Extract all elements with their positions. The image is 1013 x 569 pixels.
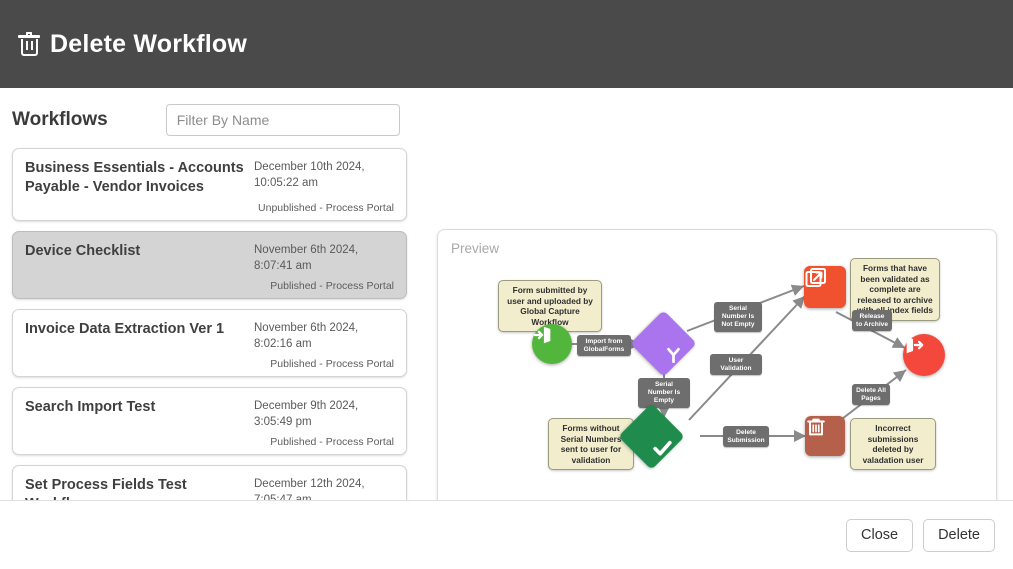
note-forms-validated: Forms that have been validated as comple…: [850, 258, 940, 322]
list-item[interactable]: Invoice Data Extraction Ver 1 November 6…: [12, 309, 407, 378]
edge-label-delete-all-pages: Delete All Pages: [852, 384, 890, 406]
dialog-header: Delete Workflow: [0, 0, 1013, 88]
edge-label-serial-empty: Serial Number Is Empty: [638, 378, 690, 408]
node-import-enter-door-icon[interactable]: [532, 324, 572, 364]
preview-label: Preview: [451, 241, 500, 256]
status-badge: Unpublished - Process Portal: [258, 202, 394, 215]
workflow-name: Search Import Test: [25, 399, 156, 416]
workflow-name: Invoice Data Extraction Ver 1: [25, 321, 225, 338]
workflow-date: December 10th 2024, 10:05:22 am: [254, 161, 365, 189]
dialog-footer: Close Delete: [0, 500, 1013, 569]
edge-label-delete-submission: Delete Submission: [723, 426, 769, 448]
workflow-name: Device Checklist: [25, 243, 141, 260]
edge-label-release-archive: Release to Archive: [852, 310, 892, 332]
workflow-date: November 6th 2024, 8:07:41 am: [254, 244, 359, 272]
release-arrow-icon: [805, 268, 826, 287]
list-header: Workflows: [0, 88, 1013, 136]
node-release-archive[interactable]: [804, 266, 846, 308]
list-item[interactable]: Search Import Test December 9th 2024, 3:…: [12, 387, 407, 456]
workflow-date: December 9th 2024, 3:05:49 pm: [254, 400, 359, 428]
status-badge: Published - Process Portal: [270, 358, 394, 371]
note-forms-without-serial: Forms without Serial Numbers sent to use…: [548, 418, 634, 471]
workflow-list: Business Essentials - Accounts Payable -…: [12, 148, 407, 548]
edge-label-serial-not-empty: Serial Number Is Not Empty: [714, 302, 762, 332]
workflows-heading: Workflows: [12, 109, 108, 130]
trash-icon: [807, 418, 825, 436]
node-delete-submission[interactable]: [805, 416, 845, 456]
edge-label-user-validation: User Validation: [710, 354, 762, 376]
list-item[interactable]: Device Checklist November 6th 2024, 8:07…: [12, 231, 407, 300]
node-archive-exit[interactable]: [903, 334, 945, 376]
close-button[interactable]: Close: [846, 518, 914, 552]
workflow-name: Business Essentials - Accounts Payable -…: [25, 160, 244, 195]
note-incorrect-submissions: Incorrect submissions deleted by valadat…: [850, 418, 936, 471]
exit-door-icon: [906, 336, 924, 354]
page-title: Delete Workflow: [50, 29, 248, 58]
node-decision-fork[interactable]: [630, 310, 697, 377]
delete-button[interactable]: Delete: [923, 518, 995, 552]
edge-label-import-globalforms: Import from GlobalForms: [577, 335, 631, 357]
node-validate-check[interactable]: [618, 403, 685, 470]
list-item[interactable]: Business Essentials - Accounts Payable -…: [12, 148, 407, 222]
note-form-submitted: Form submitted by user and uploaded by G…: [498, 280, 602, 333]
dialog-body: Workflows Business Essentials - Accounts…: [0, 88, 1013, 569]
trash-icon: [18, 32, 40, 56]
enter-door-icon: [533, 326, 551, 344]
status-badge: Published - Process Portal: [270, 436, 394, 449]
status-badge: Published - Process Portal: [270, 280, 394, 293]
workflow-diagram-canvas[interactable]: Form submitted by user and uploaded by G…: [438, 230, 996, 569]
filter-by-name-input[interactable]: [165, 104, 400, 136]
workflow-date: November 6th 2024, 8:02:16 am: [254, 322, 359, 350]
